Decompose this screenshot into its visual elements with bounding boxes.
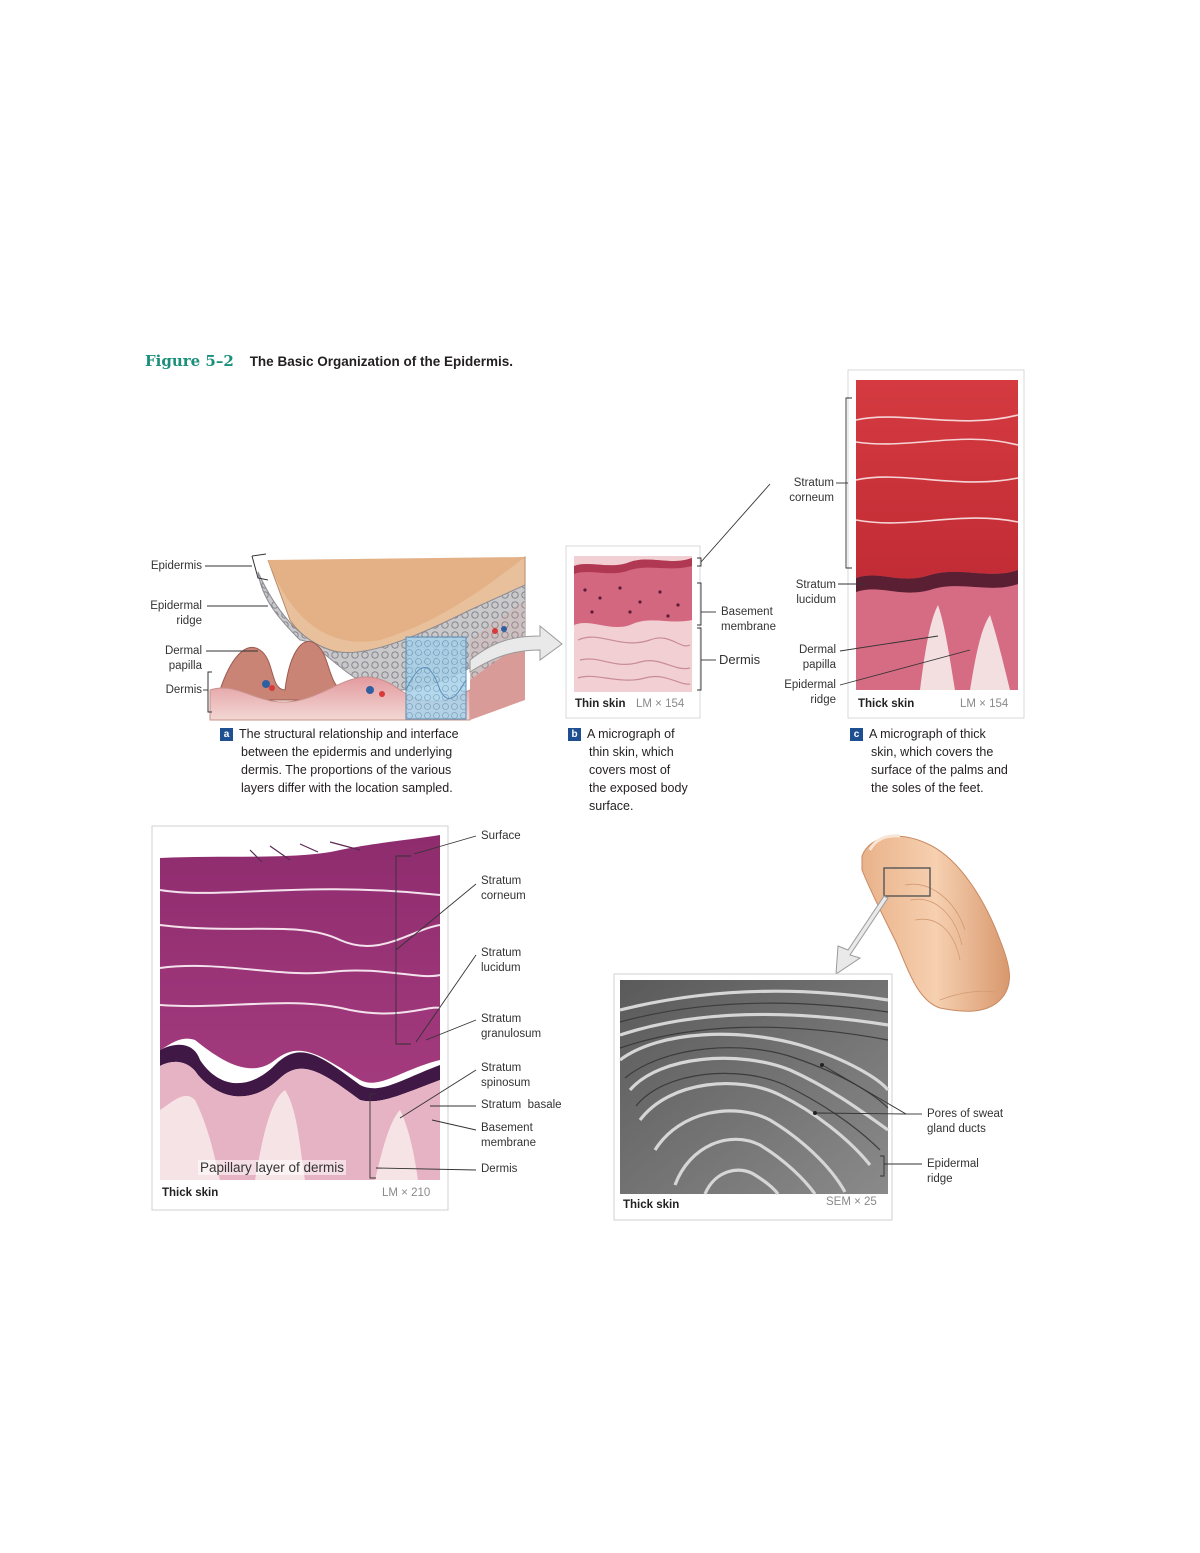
panel-b-leaders bbox=[697, 483, 771, 691]
label-basement-membrane-2: membrane bbox=[721, 621, 776, 633]
label-basement-membrane-d-2: membrane bbox=[481, 1137, 536, 1149]
thick-skin-large-micrograph bbox=[142, 818, 449, 1220]
label-stratum-corneum-d-2: corneum bbox=[481, 890, 526, 902]
label-epidermal-ridge-c-2: ridge bbox=[810, 694, 836, 706]
label-stratum-corneum-2: corneum bbox=[789, 492, 834, 504]
panel-c-leaders bbox=[836, 397, 971, 686]
label-papillary-layer: Papillary layer of dermis bbox=[198, 1160, 347, 1175]
panel-e-magnification: SEM × 25 bbox=[826, 1196, 877, 1208]
label-stratum-granulosum-1: Stratum bbox=[481, 1013, 522, 1025]
label-stratum-lucidum-1: Stratum bbox=[795, 579, 836, 591]
panel-c-skin-label: Thick skin bbox=[858, 698, 915, 710]
panel-a-caption: a The structural relationship and interfa… bbox=[220, 725, 510, 797]
label-dermal-papilla-1: Dermal bbox=[164, 645, 202, 657]
panel-b-badge: b bbox=[568, 728, 581, 741]
label-epidermal-ridge-2: ridge bbox=[176, 615, 202, 627]
figure-number: Figure 5–2 bbox=[145, 352, 234, 370]
thin-skin-micrograph bbox=[565, 545, 701, 719]
label-dermis-d: Dermis bbox=[481, 1163, 518, 1175]
label-stratum-lucidum-d-1: Stratum bbox=[481, 947, 522, 959]
figure-name: The Basic Organization of the Epidermis. bbox=[249, 354, 513, 369]
label-surface: Surface bbox=[481, 830, 521, 842]
panel-a-badge: a bbox=[220, 728, 233, 741]
figure-title: Figure 5–2 The Basic Organization of the… bbox=[145, 352, 513, 370]
epidermis-block-illustration bbox=[207, 553, 563, 721]
label-stratum-spinosum-2: spinosum bbox=[481, 1077, 531, 1089]
panel-b-caption: b A micrograph of thin skin, which covers… bbox=[568, 725, 728, 815]
panel-c-caption-line: surface of the palms and bbox=[871, 763, 1008, 777]
panel-b-skin-label: Thin skin bbox=[575, 698, 626, 710]
panel-e-leaders bbox=[816, 1065, 922, 1177]
panel-d-skin-label: Thick skin bbox=[162, 1187, 219, 1199]
label-epidermal-ridge-e-2: ridge bbox=[927, 1173, 953, 1185]
panel-a-caption-line: The structural relationship and interfac… bbox=[239, 727, 459, 741]
panel-e-skin-label: Thick skin bbox=[623, 1199, 680, 1211]
panel-b-caption-line: covers most of bbox=[589, 763, 671, 777]
panel-c-caption-line: skin, which covers the bbox=[871, 745, 994, 759]
label-dermal-papilla-c-1: Dermal bbox=[798, 644, 836, 656]
panel-d-magnification: LM × 210 bbox=[382, 1187, 431, 1199]
panel-a-caption-line: layers differ with the location sampled. bbox=[241, 781, 453, 795]
panel-c-magnification: LM × 154 bbox=[960, 698, 1009, 710]
panel-c-caption: c A micrograph of thick skin, which cover… bbox=[850, 725, 1040, 797]
label-stratum-lucidum-2: lucidum bbox=[796, 594, 836, 606]
label-epidermal-ridge-c-1: Epidermal bbox=[784, 679, 836, 691]
panel-b-caption-line: A micrograph of bbox=[587, 727, 675, 741]
label-pores-1: Pores of sweat bbox=[927, 1108, 1004, 1120]
panel-b-caption-line: the exposed body bbox=[589, 781, 688, 795]
label-basement-membrane-1: Basement bbox=[721, 606, 773, 618]
panel-d-leaders bbox=[369, 835, 477, 1179]
label-dermis: Dermis bbox=[165, 684, 202, 696]
panel-c-caption-line: the soles of the feet. bbox=[871, 781, 984, 795]
label-pores-2: gland ducts bbox=[927, 1123, 986, 1135]
label-dermis-b: Dermis bbox=[719, 652, 761, 667]
label-dermal-papilla-2: papilla bbox=[168, 660, 202, 672]
panel-c-caption-line: A micrograph of thick bbox=[869, 727, 986, 741]
panel-a-leaders bbox=[203, 565, 268, 691]
label-dermal-papilla-c-2: papilla bbox=[802, 659, 836, 671]
label-basement-membrane-d-1: Basement bbox=[481, 1122, 533, 1134]
label-stratum-basale: Stratum basale bbox=[481, 1099, 562, 1111]
panel-a-caption-line: dermis. The proportions of the various bbox=[241, 763, 452, 777]
fingerprint-sem-image bbox=[613, 973, 893, 1221]
label-stratum-corneum-1: Stratum bbox=[793, 477, 834, 489]
label-epidermis: Epidermis bbox=[150, 560, 202, 572]
label-epidermal-ridge-e-1: Epidermal bbox=[927, 1158, 979, 1170]
panel-b-caption-line: thin skin, which bbox=[589, 745, 674, 759]
label-stratum-lucidum-d-2: lucidum bbox=[481, 962, 521, 974]
label-stratum-granulosum-2: granulosum bbox=[481, 1028, 542, 1040]
label-stratum-spinosum-1: Stratum bbox=[481, 1062, 522, 1074]
panel-c-badge: c bbox=[850, 728, 863, 741]
panel-a-caption-line: between the epidermis and underlying bbox=[241, 745, 453, 759]
label-stratum-corneum-d-1: Stratum bbox=[481, 875, 522, 887]
panel-b-magnification: LM × 154 bbox=[636, 698, 685, 710]
label-epidermal-ridge-1: Epidermal bbox=[150, 600, 202, 612]
fingertip-illustration bbox=[835, 834, 1010, 1012]
thick-skin-micrograph bbox=[847, 369, 1025, 719]
panel-b-caption-line: surface. bbox=[589, 799, 634, 813]
